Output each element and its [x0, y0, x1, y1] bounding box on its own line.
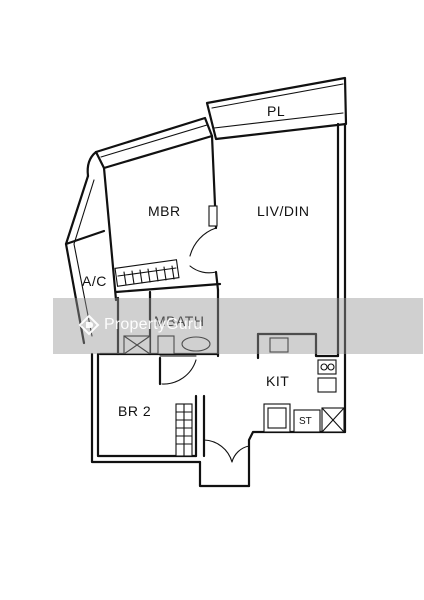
kitchen-fixtures	[263, 337, 345, 433]
mbr-bay-window	[86, 116, 214, 178]
exterior-walls	[64, 122, 347, 488]
bathroom-fixtures	[123, 335, 211, 355]
watermark-band	[53, 298, 423, 354]
watermark-text: PropertyGuru	[104, 316, 203, 333]
wardrobes	[114, 259, 193, 457]
propertyguru-logo-icon	[78, 314, 100, 336]
doors	[159, 227, 250, 463]
watermark: PropertyGuru	[78, 314, 202, 336]
room-label-liv-din: LIV/DIN	[257, 203, 310, 219]
room-label-kit: KIT	[266, 373, 289, 389]
room-label-mbr: MBR	[148, 203, 181, 219]
room-label-mbath: MBATH	[154, 313, 204, 329]
room-label-br2: BR 2	[118, 403, 151, 419]
room-label-ac: A/C	[82, 273, 107, 289]
room-label-pl: PL	[267, 103, 285, 119]
room-label-st: ST	[299, 416, 312, 427]
